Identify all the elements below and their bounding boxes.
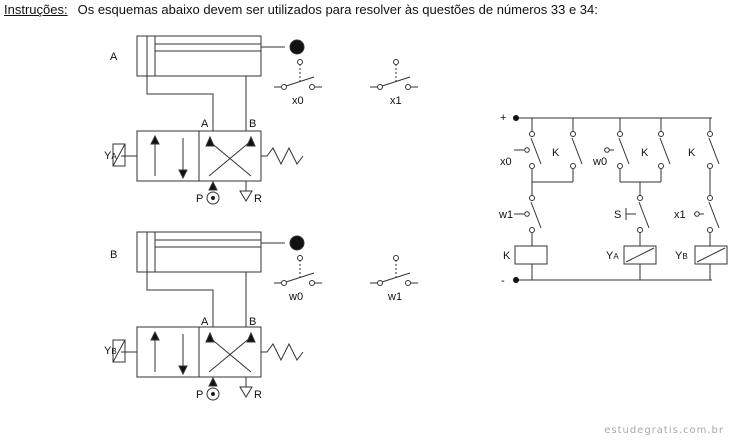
contact-k1 xyxy=(570,131,583,169)
switch-x0-label: x0 xyxy=(292,95,304,107)
exhaust-label: R xyxy=(254,193,262,205)
contact-w0 xyxy=(617,131,630,169)
contact-x1 xyxy=(707,195,720,233)
contact-s xyxy=(637,195,650,233)
cylinder-b-label: B xyxy=(110,249,117,261)
solenoid-yb-label: YB xyxy=(104,345,117,357)
contact-x0-label: x0 xyxy=(500,156,512,168)
switch-w0-label: w0 xyxy=(288,291,303,303)
contact-k3 xyxy=(707,131,720,169)
coil-ya-label: YA xyxy=(606,250,619,262)
contact-k3-label: K xyxy=(688,147,696,159)
pressure-label: P xyxy=(196,389,203,401)
plus-terminal xyxy=(513,115,519,121)
pneumatic-unit-b: B A B YB P R w0 w1 xyxy=(104,231,419,401)
port-b-label: B xyxy=(249,316,256,328)
limit-switch-w0 xyxy=(273,255,323,286)
minus-terminal xyxy=(513,277,519,283)
switch-x1-label: x1 xyxy=(390,95,402,107)
coil-k-label: K xyxy=(503,250,511,262)
instructions-label: Instruções: xyxy=(4,2,68,17)
solenoid-ya-label: YA xyxy=(104,150,117,162)
instructions-text: Os esquemas abaixo devem ser utilizados … xyxy=(77,2,598,17)
port-b-label: B xyxy=(249,118,256,130)
limit-switch-x1 xyxy=(369,59,419,90)
contact-w0-label: w0 xyxy=(592,156,607,168)
contact-w1 xyxy=(529,195,542,233)
ladder-diagram: + - x0 K w0 K K w1 S x1 K YA YB xyxy=(498,112,728,287)
contact-k2 xyxy=(658,131,671,169)
switch-w1-label: w1 xyxy=(387,291,402,303)
instructions-header: Instruções: Os esquemas abaixo devem ser … xyxy=(4,2,598,17)
contact-k2-label: K xyxy=(641,147,649,159)
contact-k1-label: K xyxy=(552,147,560,159)
cylinder-valve-a xyxy=(112,35,305,205)
cylinder-valve-b xyxy=(112,231,305,401)
coil-yb-label: YB xyxy=(675,250,688,262)
port-a-label: A xyxy=(201,316,209,328)
contact-w1-label: w1 xyxy=(498,209,513,221)
port-a-label: A xyxy=(201,118,209,130)
cylinder-a-label: A xyxy=(110,51,118,63)
pressure-label: P xyxy=(196,193,203,205)
contact-x1-label: x1 xyxy=(674,209,686,221)
pneumatic-unit-a: A A B YA P R x0 x1 xyxy=(104,35,419,205)
contact-x0 xyxy=(529,131,542,169)
plus-label: + xyxy=(500,112,506,124)
contact-s-label: S xyxy=(614,209,621,221)
minus-label: - xyxy=(501,275,505,287)
limit-switch-w1 xyxy=(369,255,419,286)
exhaust-label: R xyxy=(254,389,262,401)
watermark: estudegratis.com.br xyxy=(604,425,724,436)
limit-switch-x0 xyxy=(273,59,323,90)
